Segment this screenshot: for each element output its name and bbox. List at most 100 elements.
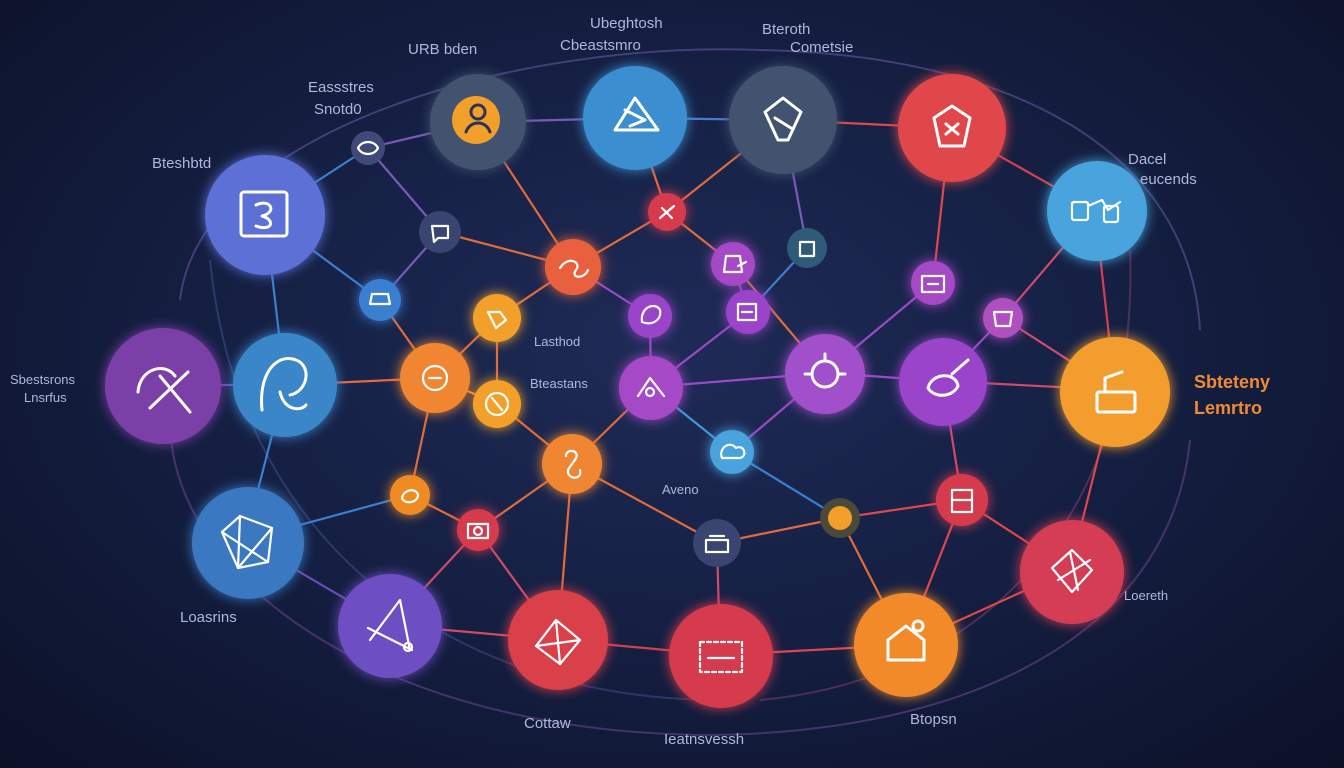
briefcase-icon [1095,370,1137,414]
bike-icon [1070,198,1122,224]
labels: Ubeghtosh Cbeastsmro Bteroth Cometsie UR… [10,15,1270,748]
node-n3[interactable] [233,333,337,437]
node-n19[interactable] [619,356,683,420]
message-icon [698,640,744,674]
node-n11[interactable] [1060,337,1170,447]
label-right-mid-1: Sbteteny [1194,372,1270,392]
node-c1[interactable] [545,239,601,295]
bus-icon [704,534,730,554]
cloud-icon [720,443,746,460]
compass-icon [1050,548,1094,594]
target-icon [484,391,510,417]
leaf-icon [640,304,662,325]
node-n10[interactable] [1047,161,1147,261]
dollar-icon [564,449,582,479]
node-n15[interactable] [508,590,608,690]
label-lower-right: Loereth [1124,588,1168,603]
node-s3[interactable] [359,279,401,321]
car-icon [368,292,392,306]
node-c3[interactable] [473,294,521,342]
label-bottom-2: Ieatnsvessh [664,731,744,748]
node-s2[interactable] [419,211,461,253]
node-c4[interactable] [473,380,521,428]
chat-icon [430,224,450,244]
folder-icon [920,274,946,294]
node-n1[interactable] [205,155,325,275]
gear-icon [803,352,847,389]
lamp-icon [763,96,803,142]
label-right-mid-2: Lemrtro [1194,398,1262,418]
label-bottom-3: Btopsn [910,711,957,728]
node-n5[interactable] [338,574,442,678]
node-n13[interactable] [854,593,958,697]
node-n6[interactable] [430,74,526,170]
card-icon [736,302,758,322]
label-center-3: Aveno [662,482,699,497]
coin-icon [400,489,420,504]
node-s4[interactable] [787,228,827,268]
label-lower-left: Loasrins [180,609,237,626]
node-s7[interactable] [693,519,741,567]
node-c5[interactable] [711,242,755,286]
head-outline-icon [260,357,308,412]
label-left-upper: Bteshbtd [152,155,211,172]
pin-icon [658,204,676,220]
node-n2[interactable] [105,328,221,444]
label-upper-left-2: Snotd0 [314,101,362,118]
badge-icon [421,364,449,392]
map-icon [926,358,970,397]
label-top-center-right: Bteroth [762,21,810,38]
camera-icon [466,522,490,540]
node-n16[interactable] [785,334,865,414]
profile-icon [464,103,492,134]
label-upper-left-1: Eassstres [308,79,374,96]
node-s1[interactable] [351,131,385,165]
node-n8[interactable] [729,66,837,174]
label-left-mid-1: Sbestsrons [10,372,76,387]
node-n17[interactable] [899,338,987,426]
node-c12[interactable] [457,509,499,551]
node-c9[interactable] [911,261,955,305]
phone-icon [798,240,816,258]
label-top-center-left-2: Cbeastsmro [560,37,641,54]
cup-icon [992,310,1014,328]
node-n14[interactable] [669,604,773,708]
node-n7[interactable] [583,66,687,170]
window-icon [950,488,974,514]
node-s6[interactable] [820,498,860,538]
label-center-1: Lasthod [534,334,580,349]
node-n18[interactable] [400,343,470,413]
tag-icon [486,310,508,330]
molecule-icon [534,618,582,666]
node-c6[interactable] [628,294,672,338]
label-top-left: URB bden [408,41,477,58]
label-center-2: Bteastans [530,376,588,391]
node-s5[interactable] [710,430,754,474]
graph-box-icon [366,598,414,653]
eye-icon [356,140,380,156]
doc-icon [722,254,748,274]
node-c8[interactable] [648,193,686,231]
label-right-upper-2: eucends [1140,171,1197,188]
chart-icon [636,376,666,398]
node-n4[interactable] [192,487,304,599]
node-c13[interactable] [390,475,430,515]
face-square-icon [239,190,289,238]
label-top-center-left: Ubeghtosh [590,15,663,32]
link-icon [558,259,590,278]
node-c10[interactable] [983,298,1023,338]
node-c7[interactable] [726,290,770,334]
home-icon [886,619,926,662]
label-right-upper-1: Dacel [1128,151,1166,168]
node-c11[interactable] [936,474,988,526]
label-left-mid-2: Lnsrfus [24,390,67,405]
node-n9[interactable] [898,74,1006,182]
node-n12[interactable] [1020,520,1124,624]
network-web-icon [220,514,274,570]
node-c2[interactable] [542,434,602,494]
lightning-icon [613,96,660,132]
building-icon [932,104,972,148]
arrow-swap-icon [136,367,192,414]
